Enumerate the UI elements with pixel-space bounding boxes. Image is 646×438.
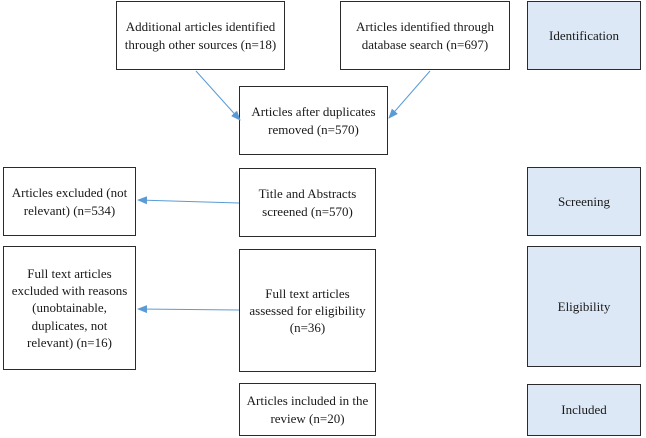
arrow-assessed-to-fulltext-excluded (137, 305, 240, 314)
stage-screening: Screening (527, 167, 641, 236)
box-database-search: Articles identified through database sea… (340, 1, 510, 70)
box-after-duplicates-text: Articles after duplicates removed (n=570… (251, 104, 376, 137)
box-title-abstract-screened: Title and Abstracts screened (n=570) (239, 168, 376, 237)
box-full-text-assessed-text: Full text articles assessed for eligibil… (249, 285, 366, 336)
box-excluded-not-relevant: Articles excluded (not relevant) (n=534) (3, 167, 136, 236)
box-included-review-text: Articles included in the review (n=20) (246, 393, 369, 426)
box-database-search-text: Articles identified through database sea… (356, 19, 494, 52)
box-other-sources-text: Additional articles identified through o… (124, 19, 277, 52)
box-other-sources: Additional articles identified through o… (116, 1, 285, 70)
box-full-text-assessed: Full text articles assessed for eligibil… (239, 249, 376, 372)
stage-identification-label: Identification (548, 27, 620, 43)
arrow-screened-to-excluded (137, 196, 240, 205)
stage-included-label: Included (561, 402, 607, 417)
box-included-review: Articles included in the review (n=20) (239, 383, 376, 436)
arrow-database-to-duplicates (388, 70, 431, 119)
arrow-other-sources-to-duplicates (195, 70, 241, 121)
box-excluded-not-relevant-text: Articles excluded (not relevant) (n=534) (11, 185, 128, 218)
stage-included: Included (527, 384, 641, 436)
box-after-duplicates: Articles after duplicates removed (n=570… (239, 86, 388, 155)
box-title-abstract-screened-text: Title and Abstracts screened (n=570) (258, 186, 357, 219)
box-full-text-excluded-text: Full text articles excluded with reasons… (11, 265, 128, 350)
stage-identification: Identification (527, 1, 641, 70)
box-full-text-excluded: Full text articles excluded with reasons… (3, 246, 136, 370)
stage-eligibility-label: Eligibility (557, 298, 611, 314)
stage-eligibility: Eligibility (527, 246, 641, 367)
stage-screening-label: Screening (558, 193, 610, 209)
